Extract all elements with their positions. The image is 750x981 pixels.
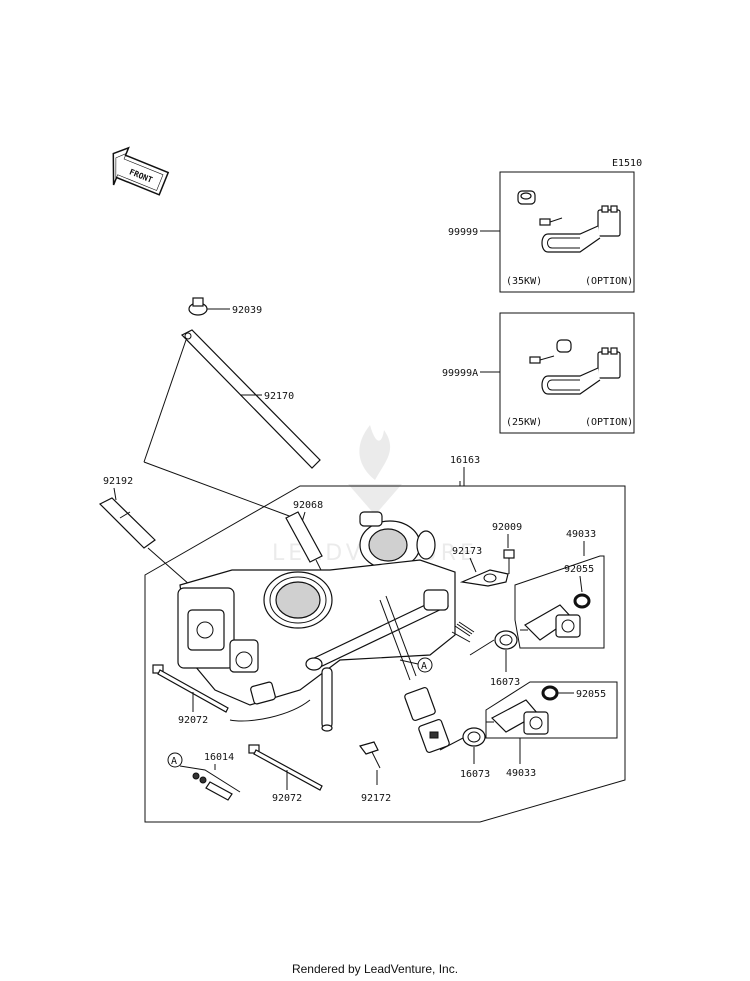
svg-text:92072: 92072: [272, 793, 302, 804]
svg-text:16073: 16073: [460, 769, 490, 780]
assembly-frame: [144, 481, 626, 823]
footer-credit: Rendered by LeadVenture, Inc.: [291, 962, 459, 976]
part-92192: 92192: [98, 476, 191, 586]
part-16014: A 16014: [167, 752, 241, 801]
svg-text:92173: 92173: [452, 546, 482, 557]
throttle-body: [177, 511, 475, 754]
option-note: (OPTION): [585, 417, 633, 428]
part-92170: 92170: [143, 329, 321, 521]
option-box-25kw: 99999A (25KW) (OPTION): [442, 312, 635, 434]
part-92072-right: 92072: [248, 744, 323, 804]
svg-text:92192: 92192: [103, 476, 133, 487]
svg-text:16073: 16073: [490, 677, 520, 688]
part-92055-top: 92055: [564, 564, 594, 575]
option-part-99999a: 99999A: [442, 368, 478, 379]
option-variant-35kw: (35KW): [506, 276, 542, 287]
svg-text:92170: 92170: [264, 391, 294, 402]
option-part-99999: 99999: [448, 227, 478, 238]
part-49033-bottom: 92055 49033: [485, 681, 618, 779]
part-92173: 92173: [452, 546, 509, 587]
svg-text:A: A: [421, 661, 427, 672]
svg-text:92072: 92072: [178, 715, 208, 726]
svg-text:49033: 49033: [566, 529, 596, 540]
part-92009: 92009: [492, 522, 522, 574]
part-16073-top: 16073: [469, 630, 520, 688]
part-92055-bottom: 92055: [576, 689, 606, 700]
part-92172: 92172: [358, 741, 391, 804]
front-arrow-icon: FRONT: [112, 146, 170, 196]
part-92068: 92068: [285, 500, 325, 577]
part-92039: 92039: [188, 297, 262, 316]
part-16163: 16163: [450, 455, 480, 466]
reference-a-kit: A: [171, 756, 177, 767]
svg-text:92039: 92039: [232, 305, 262, 316]
part-49033-top: 49033 92055: [514, 529, 605, 649]
svg-text:92172: 92172: [361, 793, 391, 804]
option-note: (OPTION): [585, 276, 633, 287]
svg-text:92009: 92009: [492, 522, 522, 533]
reference-a-body: A: [399, 657, 433, 673]
svg-text:92068: 92068: [293, 500, 323, 511]
option-variant-25kw: (25KW): [506, 417, 542, 428]
part-16073-bottom: 16073: [439, 727, 490, 780]
svg-text:49033: 49033: [506, 768, 536, 779]
part-92072-left: 92072: [152, 664, 229, 726]
figure-code: E1510: [612, 158, 642, 169]
svg-text:16014: 16014: [204, 752, 234, 763]
option-box-35kw: 99999 (35KW) (OPTION): [448, 171, 635, 293]
